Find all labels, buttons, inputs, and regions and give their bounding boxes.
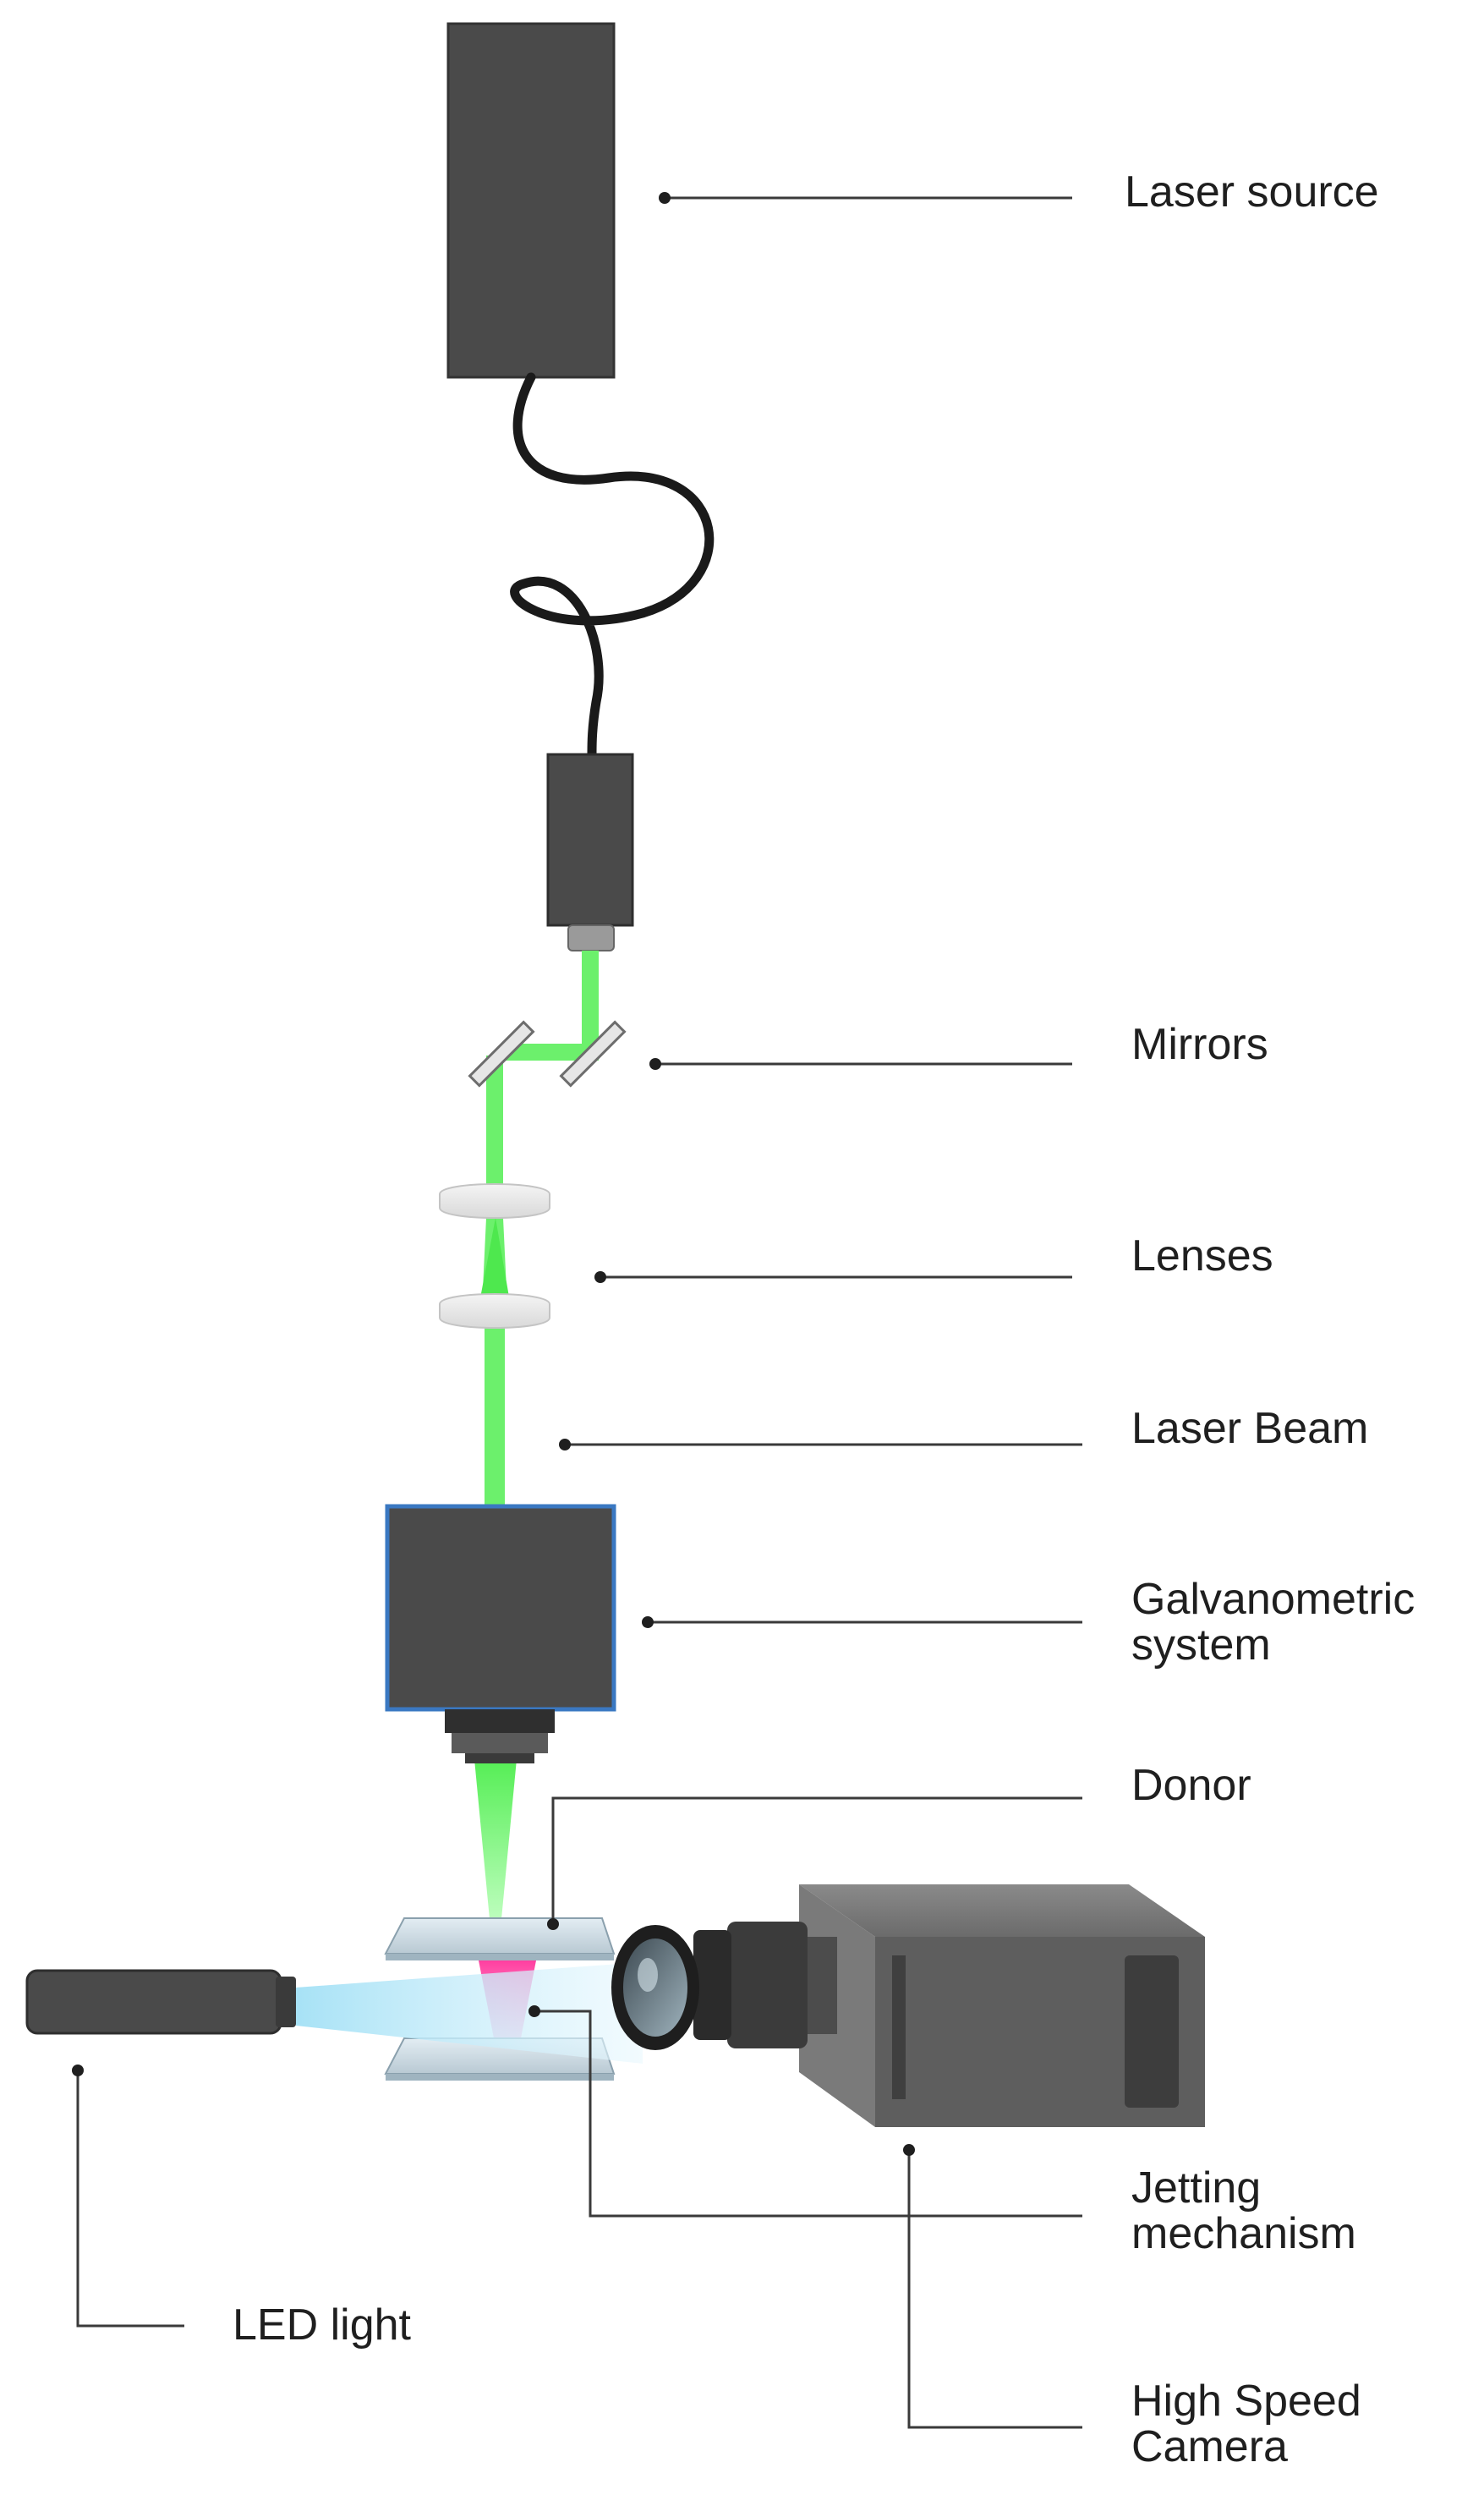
donor-slide — [384, 1917, 616, 1960]
led-light-icon — [25, 1962, 643, 2064]
label-camera-line2: Camera — [1131, 2422, 1288, 2471]
label-galvanometric-line2: system — [1131, 1620, 1271, 1670]
high-speed-camera-icon — [611, 1884, 1205, 2127]
mirrors-icon — [468, 1020, 627, 1088]
label-lenses: Lenses — [1131, 1231, 1273, 1280]
label-galvanometric-line1: Galvanometric — [1131, 1575, 1415, 1624]
label-led-light: LED light — [233, 2300, 412, 2350]
label-laser-source: Laser source — [1125, 167, 1379, 217]
label-camera-line1: High Speed — [1131, 2377, 1361, 2426]
fiber-cable — [510, 372, 715, 759]
leader-dots — [72, 192, 915, 2156]
label-laser-beam: Laser Beam — [1131, 1404, 1368, 1453]
label-mirrors: Mirrors — [1131, 1020, 1268, 1069]
lenses-icon — [439, 1183, 550, 1329]
laser-beam — [474, 951, 599, 1937]
leader-lines — [76, 196, 1082, 2429]
galvanometric-system-icon — [385, 1504, 616, 1763]
collimator-icon — [546, 753, 634, 951]
label-jetting-line1: Jetting — [1131, 2163, 1261, 2213]
label-jetting-line2: mechanism — [1131, 2209, 1356, 2258]
laser-source-icon — [446, 22, 616, 379]
label-donor: Donor — [1131, 1761, 1251, 1810]
